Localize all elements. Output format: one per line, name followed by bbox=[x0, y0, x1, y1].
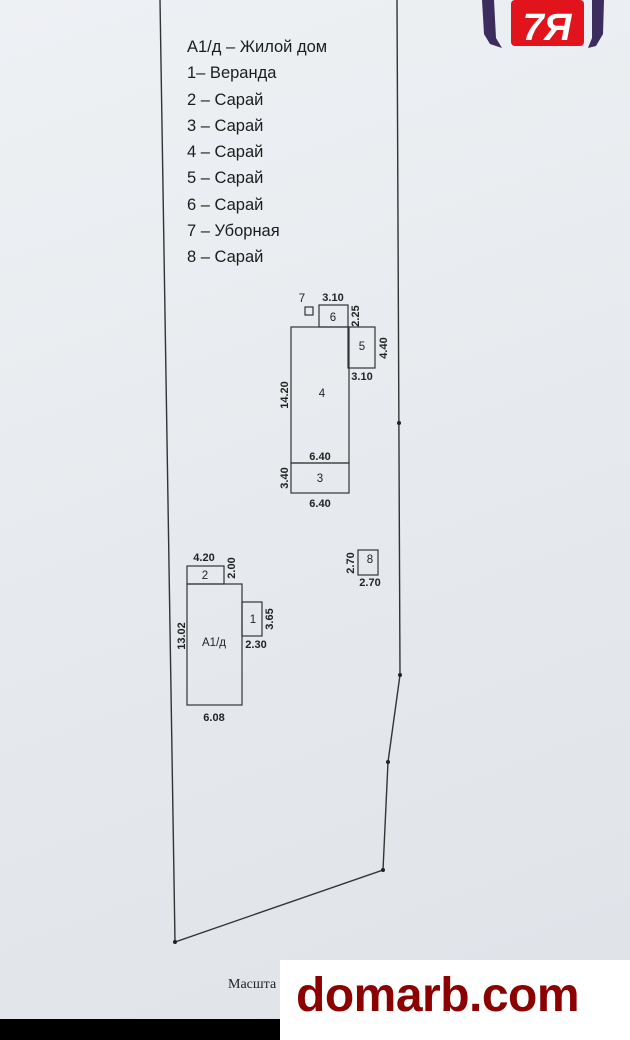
boundary-points bbox=[173, 421, 402, 944]
label-6: 6 bbox=[330, 312, 336, 324]
building-outlines bbox=[186, 304, 379, 706]
building-7 bbox=[304, 306, 314, 316]
legend-item: А1/д – Жилой дом bbox=[187, 38, 328, 56]
dim-5-height: 4.40 bbox=[378, 337, 390, 358]
legend-item: 7 – Уборная bbox=[187, 222, 280, 241]
scale-label: Масшта bbox=[228, 977, 277, 992]
dim-2-height: 2.00 bbox=[226, 557, 238, 578]
building-8 bbox=[357, 549, 379, 576]
building-5 bbox=[347, 326, 376, 369]
legend-item: 2 – Сарай bbox=[187, 90, 264, 109]
legend-item: 3 – Сарай bbox=[187, 116, 264, 135]
label-3: 3 bbox=[317, 473, 323, 485]
dim-3-height: 3.40 bbox=[279, 467, 291, 488]
dim-4-width: 6.40 bbox=[309, 451, 330, 463]
dim-8-height: 2.70 bbox=[345, 552, 357, 573]
dim-5-width: 3.10 bbox=[351, 371, 372, 383]
dim-3-width: 6.40 bbox=[309, 498, 330, 510]
label-5: 5 bbox=[359, 341, 365, 353]
black-bar bbox=[0, 1019, 280, 1040]
dim-1-height: 3.65 bbox=[264, 608, 276, 629]
plot-boundary bbox=[159, 0, 401, 943]
building-1 bbox=[241, 601, 263, 637]
dim-1-width: 2.30 bbox=[245, 639, 266, 651]
dim-6-width: 3.10 bbox=[322, 292, 343, 304]
label-a1: А1/д bbox=[202, 637, 226, 649]
dim-2-width: 4.20 bbox=[193, 552, 214, 564]
dim-8-width: 2.70 bbox=[359, 577, 380, 589]
logo-text: 7Я bbox=[523, 7, 573, 49]
dim-a1-width: 6.08 bbox=[203, 712, 224, 724]
legend-item: 6 – Сарай bbox=[187, 195, 264, 214]
building-3 bbox=[290, 462, 350, 494]
watermark-text: domarb.com bbox=[296, 969, 580, 1022]
building-2 bbox=[186, 565, 225, 585]
legend: А1/д – Жилой дом 1– Веранда 2 – Сарай 3 … bbox=[187, 34, 327, 271]
dim-4-height: 14.20 bbox=[279, 381, 291, 409]
legend-item: 1– Веранда bbox=[187, 64, 277, 83]
building-6 bbox=[318, 304, 349, 328]
dim-6-height: 2.25 bbox=[350, 305, 362, 326]
legend-item: 8 – Сарай bbox=[187, 248, 264, 267]
label-2: 2 bbox=[202, 570, 208, 582]
legend-item: 5 – Сарай bbox=[187, 169, 264, 188]
label-1: 1 bbox=[250, 614, 256, 626]
legend-item: 4 – Сарай bbox=[187, 143, 264, 162]
dim-a1-height: 13.02 bbox=[176, 622, 188, 650]
label-4: 4 bbox=[319, 388, 326, 400]
logo: 7Я bbox=[482, 0, 604, 49]
watermark: domarb.com bbox=[280, 960, 630, 1040]
label-8: 8 bbox=[367, 554, 373, 566]
label-7: 7 bbox=[299, 293, 305, 305]
